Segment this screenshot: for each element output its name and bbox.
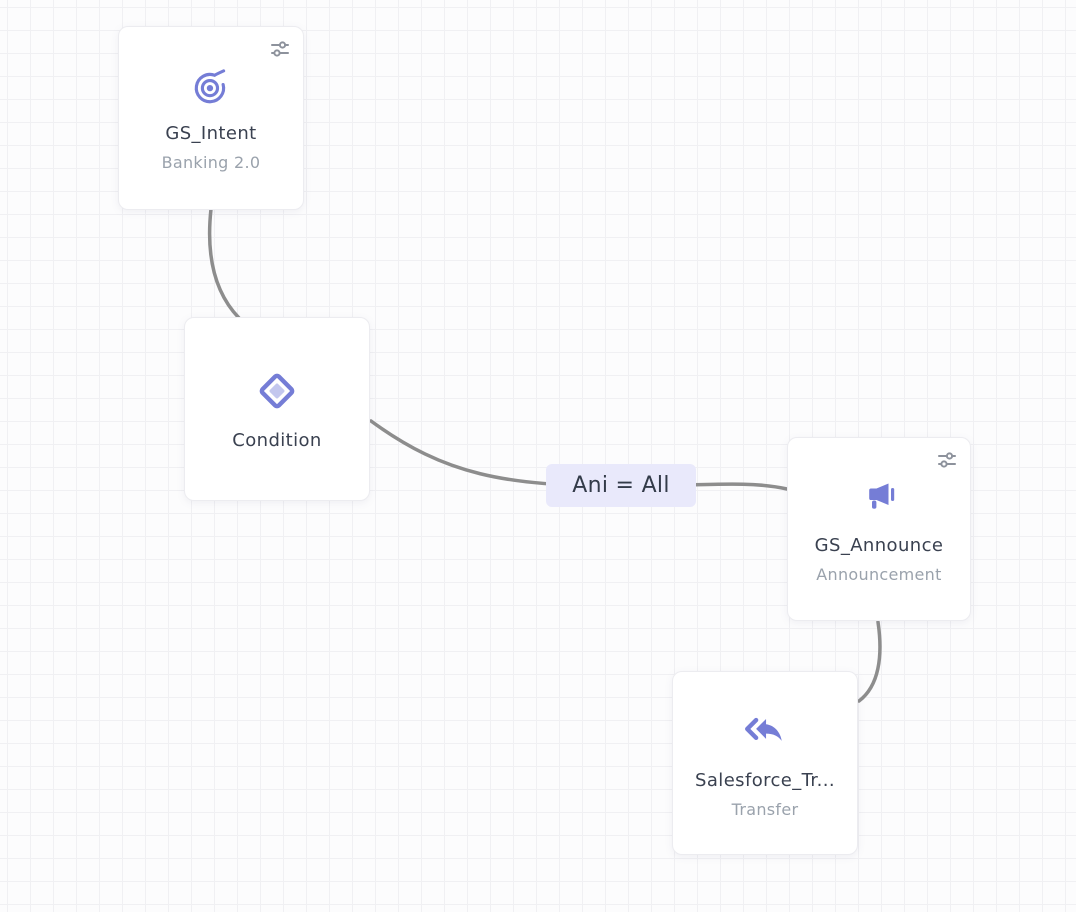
node-title: GS_Announce	[814, 534, 944, 556]
intent-target-spiral-icon	[190, 65, 232, 107]
sliders-settings-icon	[271, 41, 289, 57]
condition-diamond-icon	[254, 368, 300, 414]
edge-condition-label[interactable]: Ani = All	[546, 464, 696, 507]
node-title: Condition	[232, 429, 322, 451]
node-subtitle: Announcement	[816, 564, 942, 584]
sliders-settings-icon	[938, 452, 956, 468]
node-gs-announce[interactable]: GS_Announce Announcement	[787, 437, 971, 621]
edge-intent-to-condition[interactable]	[207, 207, 241, 320]
node-subtitle: Transfer	[731, 799, 799, 819]
node-settings-button[interactable]	[935, 448, 959, 472]
edge-announce-to-salesforce[interactable]	[857, 620, 882, 703]
node-title: GS_Intent	[165, 122, 257, 144]
node-condition[interactable]: Condition	[184, 317, 370, 501]
node-title: Salesforce_Tr...	[695, 769, 835, 791]
announcement-megaphone-icon	[857, 475, 901, 519]
node-subtitle: Banking 2.0	[161, 152, 261, 172]
node-salesforce-transfer[interactable]: Salesforce_Tr... Transfer	[672, 671, 858, 855]
transfer-reply-arrows-icon	[742, 708, 788, 754]
node-gs-intent[interactable]: GS_Intent Banking 2.0	[118, 26, 304, 210]
node-settings-button[interactable]	[268, 37, 292, 61]
